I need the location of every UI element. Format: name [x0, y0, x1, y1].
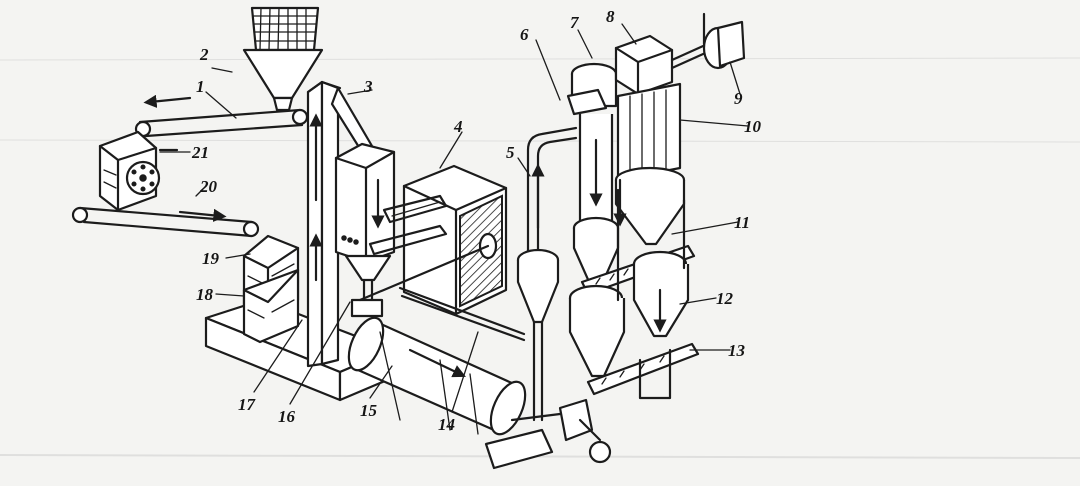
- main-cyclone: [566, 62, 620, 286]
- bucket-elevator: [306, 80, 374, 368]
- label-2: 2: [199, 45, 209, 64]
- crusher: [98, 130, 179, 212]
- label-7: 7: [570, 13, 580, 32]
- paper-texture: [0, 57, 1080, 459]
- upper-conveyor: [134, 94, 309, 138]
- lower-conveyor: [71, 206, 260, 238]
- label-12: 12: [716, 289, 734, 308]
- mixer-unit: [242, 234, 300, 344]
- storage-bin: [334, 142, 508, 318]
- feed-hopper: [242, 6, 324, 112]
- label-19: 19: [202, 249, 220, 268]
- screw-conveyor-lower: [586, 342, 700, 400]
- label-18: 18: [196, 285, 214, 304]
- label-5: 5: [506, 143, 515, 162]
- bag-filter: [613, 82, 686, 246]
- label-9: 9: [734, 89, 743, 108]
- label-1: 1: [196, 77, 205, 96]
- part-labels: 1 2 3 4 5 6 7 8 9 10 11 12 13 14 15 16 1…: [191, 7, 762, 434]
- label-6: 6: [520, 25, 529, 44]
- label-15: 15: [360, 401, 378, 420]
- label-13: 13: [728, 341, 746, 360]
- leader-lines: [159, 23, 749, 413]
- label-21: 21: [191, 143, 209, 162]
- label-17: 17: [238, 395, 257, 414]
- label-14: 14: [438, 415, 455, 434]
- riser-cyclone: [516, 126, 578, 422]
- label-16: 16: [278, 407, 296, 426]
- rotary-dryer: [347, 232, 612, 470]
- label-3: 3: [363, 77, 373, 96]
- label-4: 4: [453, 117, 463, 136]
- product-hoppers: [568, 188, 690, 378]
- label-10: 10: [744, 117, 762, 136]
- label-11: 11: [734, 213, 750, 232]
- fan-motor: [614, 12, 746, 96]
- label-20: 20: [199, 177, 218, 196]
- label-8: 8: [606, 7, 615, 26]
